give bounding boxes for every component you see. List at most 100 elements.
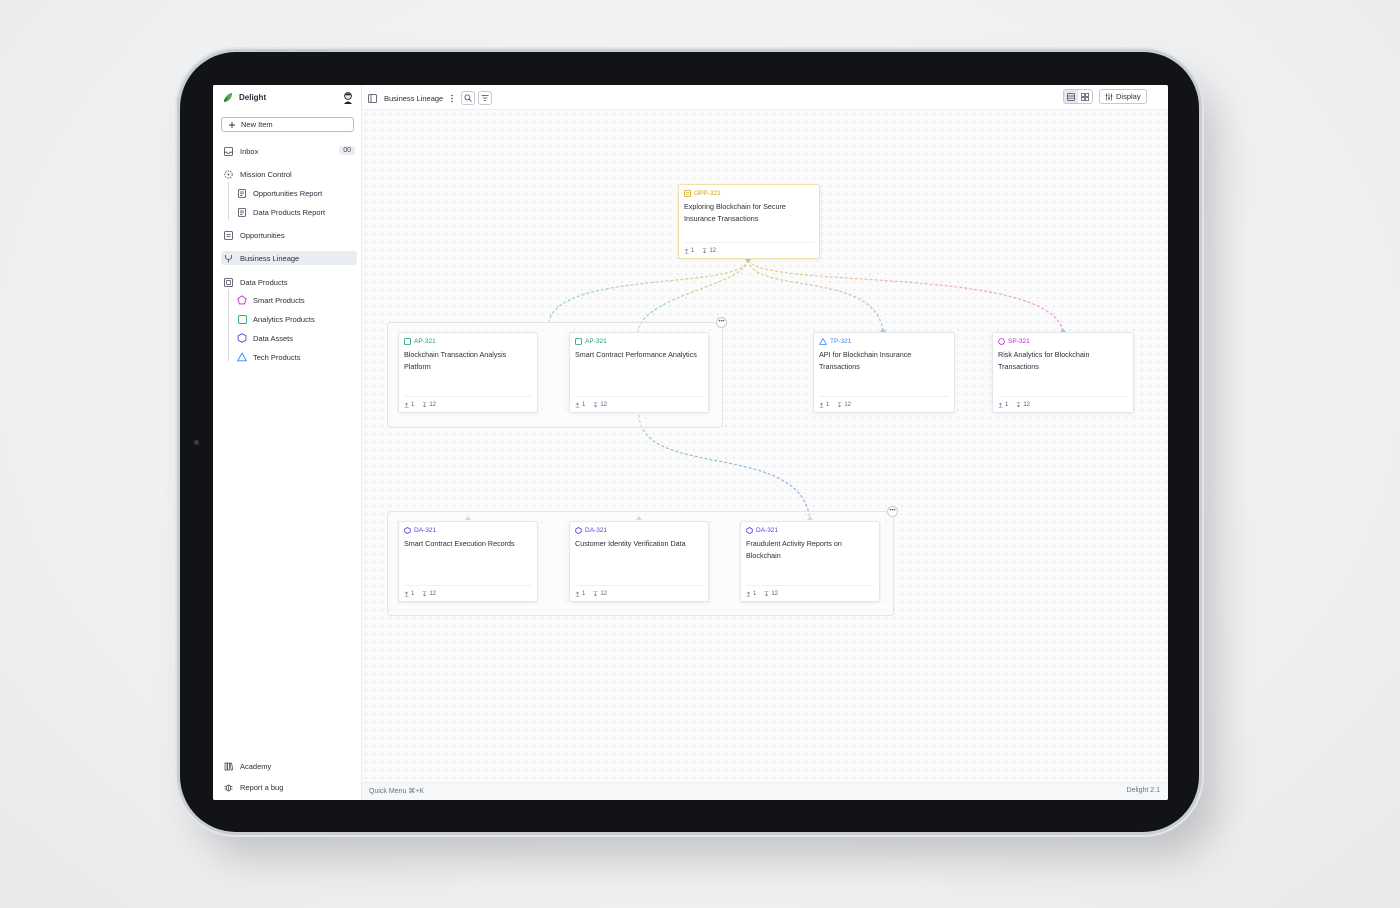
sidebar-item-label: Opportunities Report (253, 188, 323, 198)
grid-icon (1081, 92, 1089, 101)
mission-control-icon (223, 169, 233, 179)
card-data-asset[interactable]: DA-321 Fraudulent Activity Reports on Bl… (740, 521, 880, 602)
upstream-icon (575, 402, 580, 408)
card-analytics-product[interactable]: AP-321 Smart Contract Performance Analyt… (569, 332, 709, 413)
card-code-row: DA-321 (746, 527, 778, 534)
data-asset-icon (575, 527, 582, 534)
upstream-count: 1 (404, 591, 414, 597)
search-button[interactable] (461, 91, 476, 105)
quick-menu-hint[interactable]: Quick Menu ⌘+K (369, 788, 425, 795)
card-code-row: TP-321 (819, 338, 851, 345)
power-button (177, 98, 180, 140)
upstream-count: 1 (684, 248, 694, 254)
report-icon (237, 188, 247, 198)
sidebar-item-inbox[interactable]: Inbox 00 (221, 144, 357, 158)
card-code-row: DA-321 (404, 527, 436, 534)
sidebar-item-label: Academy (240, 761, 272, 771)
top-bar: Business Lineage Display (362, 85, 1168, 110)
sidebar-item-label: Business Lineage (240, 253, 300, 263)
sidebar-item-report-bug[interactable]: Report a bug (221, 780, 357, 794)
card-divider (404, 396, 532, 397)
card-title: Exploring Blockchain for Secure Insuranc… (684, 202, 786, 223)
upstream-icon (746, 591, 751, 597)
bug-icon (223, 782, 233, 792)
new-item-button[interactable]: New Item (221, 117, 354, 132)
card-opportunity[interactable]: OPP-321 Exploring Blockchain for Secure … (678, 184, 820, 259)
sidebar-item-opportunities[interactable]: Opportunities (221, 228, 357, 242)
downstream-icon (702, 248, 707, 254)
card-data-asset[interactable]: DA-321 Smart Contract Execution Records … (398, 521, 538, 602)
sidebar-item-analytics-products[interactable]: Analytics Products (235, 312, 357, 326)
upstream-icon (575, 591, 580, 597)
upstream-count: 1 (746, 591, 756, 597)
filter-icon (481, 95, 489, 101)
sidebar-item-label: Opportunities (240, 230, 285, 240)
sidebar-item-label: Report a bug (240, 782, 284, 792)
sidebar-item-smart-products[interactable]: Smart Products (235, 293, 357, 307)
sidebar-item-data-products[interactable]: Data Products (221, 275, 357, 289)
upstream-count: 1 (575, 591, 585, 597)
sidebar-item-data-assets[interactable]: Data Assets (235, 331, 357, 345)
edge-opp-to-ap-group (548, 259, 749, 322)
filter-button[interactable] (478, 91, 493, 105)
view-toggle (1063, 89, 1093, 104)
inbox-count-badge: 00 (339, 146, 355, 155)
data-asset-icon (404, 527, 411, 534)
card-code-row: AP-321 (575, 338, 607, 345)
card-divider (998, 396, 1128, 397)
upstream-count: 1 (404, 402, 414, 408)
sidebar-item-tech-products[interactable]: Tech Products (235, 350, 357, 364)
card-data-asset[interactable]: DA-321 Customer Identity Verification Da… (569, 521, 709, 602)
downstream-count: 12 (422, 402, 436, 408)
brand[interactable]: Delight (223, 92, 266, 103)
lineage-edges (465, 259, 1066, 521)
more-vertical-icon[interactable] (450, 94, 454, 103)
data-products-icon (223, 277, 233, 287)
card-analytics-product[interactable]: AP-321 Blockchain Transaction Analysis P… (398, 332, 538, 413)
group-menu-button[interactable]: ••• (887, 506, 898, 517)
display-button[interactable]: Display (1099, 89, 1147, 104)
sidebar-item-label: Data Products (240, 277, 288, 287)
sidebar-item-data-products-report[interactable]: Data Products Report (235, 205, 357, 219)
academy-icon (223, 761, 233, 771)
card-code: DA-321 (756, 527, 779, 534)
card-code: DA-321 (585, 527, 608, 534)
user-avatar[interactable] (342, 91, 354, 104)
edge-opp-to-tp (747, 259, 884, 333)
card-code: TP-321 (830, 338, 852, 345)
card-meta: 1 12 (404, 591, 436, 597)
card-tech-product[interactable]: TP-321 API for Blockchain Insurance Tran… (813, 332, 955, 413)
new-item-label: New Item (241, 120, 273, 129)
breadcrumb: Business Lineage (368, 91, 493, 105)
panel-icon[interactable] (368, 93, 377, 103)
upstream-icon (819, 402, 824, 408)
sidebar-item-label: Mission Control (240, 169, 292, 179)
group-menu-button[interactable]: ••• (716, 317, 727, 328)
card-title: Smart Contract Execution Records (404, 539, 515, 548)
opportunity-icon (684, 190, 691, 197)
inbox-icon (223, 146, 233, 156)
card-code: DA-321 (414, 527, 437, 534)
sidebar-item-label: Smart Products (253, 295, 305, 305)
downstream-icon (422, 402, 427, 408)
display-label: Display (1116, 92, 1141, 101)
sidebar-item-opportunities-report[interactable]: Opportunities Report (235, 186, 357, 200)
grid-view-button[interactable] (1078, 90, 1092, 103)
card-smart-product[interactable]: SP-321 Risk Analytics for Blockchain Tra… (992, 332, 1134, 413)
sidebar-item-business-lineage[interactable]: Business Lineage (221, 251, 357, 265)
edge-opp-to-sp (747, 259, 1064, 333)
data-asset-icon (746, 527, 753, 534)
opportunities-icon (223, 230, 233, 240)
card-code-row: AP-321 (404, 338, 436, 345)
smart-product-icon (237, 295, 247, 305)
tree-guide (228, 289, 229, 361)
tree-guide (228, 182, 229, 220)
list-view-button[interactable] (1064, 90, 1078, 103)
sliders-icon (1105, 93, 1113, 100)
sidebar-item-academy[interactable]: Academy (221, 759, 357, 773)
sidebar-item-mission-control[interactable]: Mission Control (221, 167, 357, 181)
lineage-canvas[interactable]: ••• ••• OPP-321 Exploring Blockchain for… (362, 110, 1168, 782)
upstream-count: 1 (998, 402, 1008, 408)
analytics-product-icon (575, 338, 582, 345)
tech-product-icon (819, 338, 827, 345)
